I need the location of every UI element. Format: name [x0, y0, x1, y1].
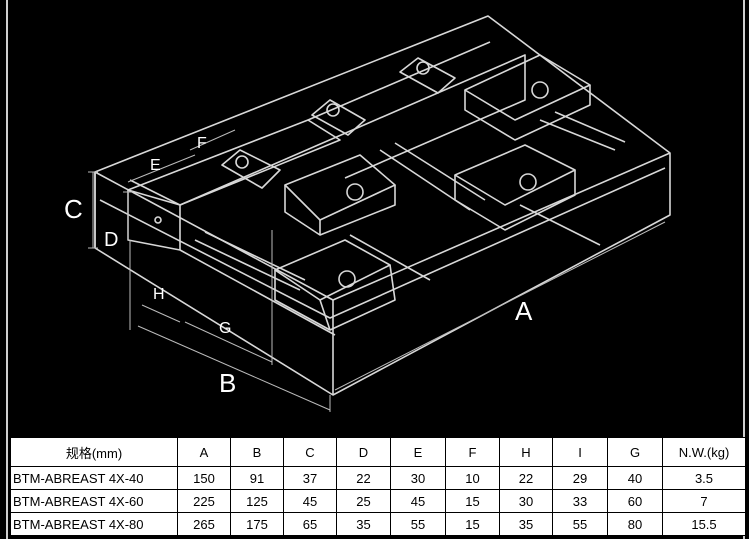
table-cell: 15	[445, 489, 500, 513]
table-cell: 45	[390, 489, 446, 513]
table-header-row: 规格(mm) A B C D E F H I G N.W.(kg)	[10, 437, 746, 467]
table-cell: 91	[230, 466, 284, 490]
table-cell: 80	[607, 512, 663, 536]
header-cell: E	[390, 437, 446, 467]
dim-label-h: H	[153, 286, 165, 303]
model-cell: BTM-ABREAST 4X-60	[10, 489, 178, 513]
dim-label-d: D	[104, 229, 118, 251]
table-cell: 45	[283, 489, 337, 513]
dim-label-b: B	[219, 368, 236, 398]
header-cell: D	[336, 437, 391, 467]
table-row: BTM-ABREAST 4X-80 265 175 65 35 55 15 35…	[10, 512, 746, 536]
header-cell: N.W.(kg)	[662, 437, 746, 467]
table-cell: 30	[499, 489, 553, 513]
table-cell: 40	[607, 466, 663, 490]
table-cell: 55	[552, 512, 608, 536]
header-cell: I	[552, 437, 608, 467]
dim-label-e: E	[150, 157, 161, 174]
table-cell: 37	[283, 466, 337, 490]
dim-label-g: G	[219, 320, 231, 337]
header-cell: G	[607, 437, 663, 467]
model-cell: BTM-ABREAST 4X-80	[10, 512, 178, 536]
table-cell: 15.5	[662, 512, 746, 536]
model-cell: BTM-ABREAST 4X-40	[10, 466, 178, 490]
table-cell: 35	[336, 512, 391, 536]
header-cell: 规格(mm)	[10, 437, 178, 467]
table-cell: 22	[499, 466, 553, 490]
table-cell: 3.5	[662, 466, 746, 490]
image-frame	[6, 0, 745, 539]
header-cell: B	[230, 437, 284, 467]
header-cell: H	[499, 437, 553, 467]
dim-label-f: F	[197, 135, 207, 152]
table-cell: 175	[230, 512, 284, 536]
header-cell: C	[283, 437, 337, 467]
dim-label-c: C	[64, 194, 83, 224]
dim-label-a: A	[515, 296, 533, 326]
table-cell: 22	[336, 466, 391, 490]
table-cell: 30	[390, 466, 446, 490]
table-cell: 125	[230, 489, 284, 513]
table-cell: 265	[177, 512, 231, 536]
table-cell: 10	[445, 466, 500, 490]
header-cell: F	[445, 437, 500, 467]
table-cell: 15	[445, 512, 500, 536]
table-row: BTM-ABREAST 4X-40 150 91 37 22 30 10 22 …	[10, 466, 746, 490]
spec-table: 规格(mm) A B C D E F H I G N.W.(kg) BTM-AB…	[10, 437, 746, 536]
table-cell: 29	[552, 466, 608, 490]
table-cell: 65	[283, 512, 337, 536]
table-cell: 7	[662, 489, 746, 513]
table-cell: 60	[607, 489, 663, 513]
header-cell: A	[177, 437, 231, 467]
table-cell: 33	[552, 489, 608, 513]
vise-technical-drawing: C D E F H G B A	[64, 15, 671, 412]
table-cell: 35	[499, 512, 553, 536]
table-cell: 150	[177, 466, 231, 490]
table-cell: 25	[336, 489, 391, 513]
table-row: BTM-ABREAST 4X-60 225 125 45 25 45 15 30…	[10, 489, 746, 513]
table-cell: 55	[390, 512, 446, 536]
table-cell: 225	[177, 489, 231, 513]
